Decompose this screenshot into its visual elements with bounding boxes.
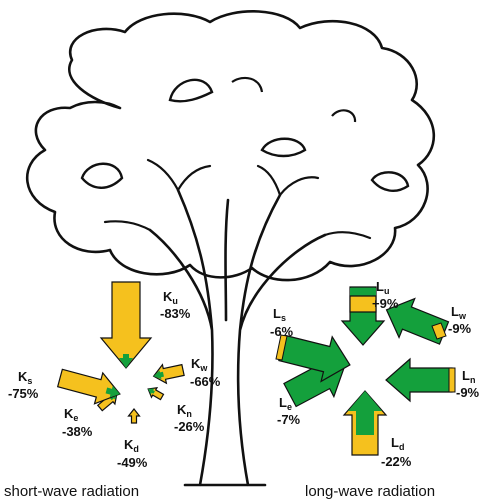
arrow-ld (342, 390, 388, 456)
canopy-detail-2 (260, 137, 307, 158)
arrow-ln-edge (448, 367, 456, 393)
value-ls: -6% (270, 324, 294, 339)
value-kw: -66% (190, 374, 221, 389)
arrow-ln (385, 357, 453, 403)
label-kw: Kw (191, 356, 208, 373)
value-ku: -83% (160, 306, 191, 321)
arrow-kn (147, 386, 165, 401)
caption-shortwave: short-wave radiation (4, 483, 139, 500)
tree-branches (103, 158, 372, 240)
value-lu: +9% (372, 296, 399, 311)
tree-canopy (25, 10, 436, 282)
canopy-detail-1 (168, 78, 214, 103)
arrow-lw (385, 297, 450, 345)
label-ls: Ls (273, 306, 286, 323)
arrow-kw (152, 363, 185, 385)
canopy-detail-5 (231, 76, 264, 93)
label-ke: Ke (64, 406, 78, 423)
arrow-ls (278, 334, 351, 383)
label-lw: Lw (451, 304, 467, 321)
arrow-lu-tail (350, 288, 376, 296)
value-ln: -9% (456, 385, 480, 400)
label-ks: Ks (18, 369, 32, 386)
caption-longwave: long-wave radiation (305, 483, 435, 500)
label-ld: Ld (391, 435, 404, 452)
shortwave-arrows (56, 281, 185, 424)
value-ke: -38% (62, 424, 93, 439)
arrow-kd (127, 408, 141, 424)
canopy-detail-6 (331, 109, 357, 123)
canopy-detail-4 (370, 171, 410, 192)
value-lw: -9% (448, 321, 472, 336)
longwave-arrows (275, 286, 456, 456)
arrow-ls-edge (275, 334, 288, 361)
label-kn: Kn (177, 402, 192, 419)
label-le: Le (279, 395, 292, 412)
value-le: -7% (277, 412, 301, 427)
label-ln: Ln (462, 368, 475, 385)
label-ku: Ku (163, 289, 178, 306)
tree-trunk (148, 188, 327, 487)
value-ks: -75% (8, 386, 39, 401)
label-lu: Lu (376, 279, 389, 296)
arrow-lu-yellow (349, 295, 377, 313)
arrow-lw-edge (431, 322, 447, 340)
value-kd: -49% (117, 455, 148, 470)
arrow-ku (99, 281, 153, 369)
value-ld: -22% (381, 454, 412, 469)
value-kn: -26% (174, 419, 205, 434)
canopy-detail-3 (80, 162, 124, 189)
arrow-ks (56, 368, 121, 405)
label-kd: Kd (124, 437, 139, 454)
